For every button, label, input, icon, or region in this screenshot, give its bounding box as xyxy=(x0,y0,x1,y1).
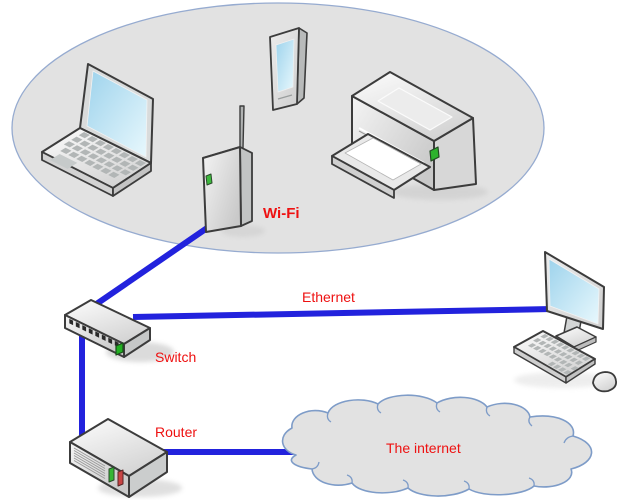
router-label: Router xyxy=(155,424,198,440)
router-led-green xyxy=(108,466,115,483)
tablet-icon xyxy=(269,27,308,111)
wifi-label: Wi-Fi xyxy=(263,205,300,222)
antenna xyxy=(239,105,245,149)
printer-icon xyxy=(331,71,488,200)
link-accesspoint-switch xyxy=(93,223,212,308)
mouse xyxy=(592,371,617,393)
wifi-access-point-icon xyxy=(202,105,265,237)
cloud-notches xyxy=(311,402,574,490)
link-switch-desktop-ethernet xyxy=(132,306,553,320)
laptop-touchpad xyxy=(49,154,78,169)
switch-label: Switch xyxy=(155,349,197,365)
printer-led xyxy=(429,146,440,162)
ethernet-label: Ethernet xyxy=(302,289,355,305)
tablet-speaker xyxy=(277,94,293,100)
printer-paper xyxy=(344,137,422,181)
desktop-computer-icon xyxy=(513,251,617,393)
router-led-red xyxy=(117,469,124,487)
switch-ports xyxy=(69,318,119,348)
access-point-led xyxy=(205,173,213,186)
keyboard-keys xyxy=(527,334,591,375)
laptop-icon xyxy=(41,63,154,197)
router-icon xyxy=(69,418,182,498)
internet-label: The internet xyxy=(386,440,461,456)
switch-led xyxy=(115,342,124,356)
router-vents xyxy=(73,447,106,479)
connection-lines xyxy=(79,223,553,455)
laptop-keys xyxy=(49,132,146,179)
switch-icon xyxy=(64,299,174,362)
internet-cloud xyxy=(281,394,593,497)
